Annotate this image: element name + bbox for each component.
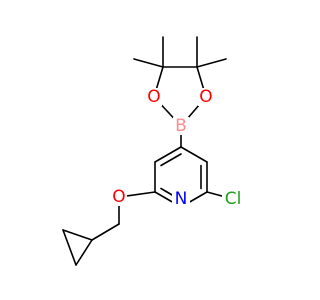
bond-cp-2 (75, 239, 93, 266)
atom-label-n: N (175, 189, 188, 209)
atom-label-b: B (175, 116, 187, 136)
bond-c4-c3 (180, 146, 208, 163)
atom-label-cl: Cl (225, 189, 242, 209)
bond-c2-methyl-right (196, 58, 227, 68)
bond-c4-c5 (154, 146, 182, 163)
atom-label-o1: O (147, 87, 160, 107)
molecule-structure: B O O O N Cl (62, 36, 244, 266)
bond-cp-1 (62, 229, 93, 241)
bond-c1-methyl-left (133, 58, 164, 68)
atom-boron: B (173, 116, 189, 136)
bonds (62, 36, 234, 266)
atom-chlorine: Cl (222, 189, 244, 209)
atom-label-o2: O (199, 87, 212, 107)
atom-nitrogen: N (172, 189, 190, 209)
atom-oxygen-ether: O (111, 187, 127, 207)
bond-cp-3 (62, 229, 77, 266)
atom-oxygen-ring-right: O (198, 87, 214, 107)
atom-label-o3: O (112, 187, 125, 207)
bond-c4-c5-inner (160, 153, 182, 167)
bond-ch2-cyclopropyl (91, 223, 120, 241)
atom-oxygen-ring-left: O (146, 87, 162, 107)
